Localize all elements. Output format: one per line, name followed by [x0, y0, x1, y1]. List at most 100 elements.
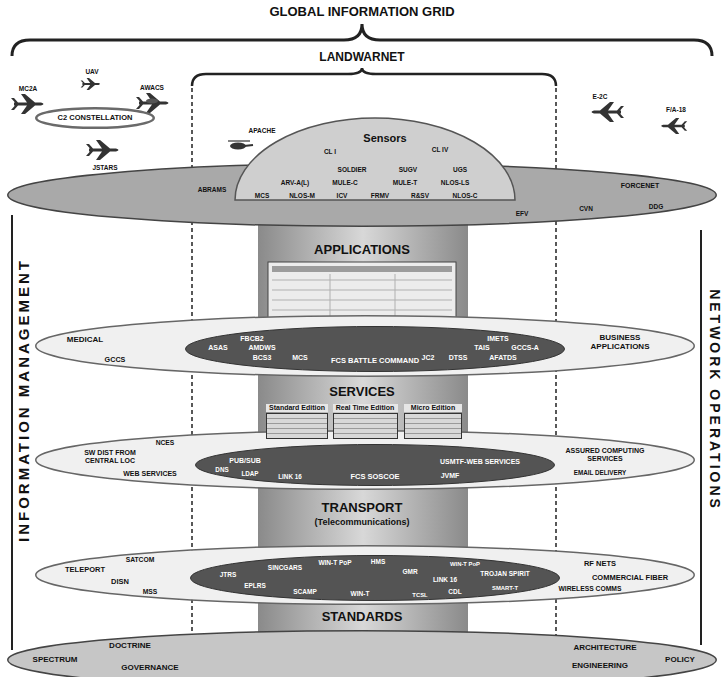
helicopter-rotor	[228, 140, 250, 141]
layer-heading: APPLICATIONS	[314, 243, 410, 257]
node-text: EPLRS	[244, 582, 266, 589]
node-text: FBCB2	[240, 335, 263, 343]
platform-label: UGS	[453, 166, 467, 173]
node-text: TCSL	[412, 592, 427, 598]
platform-label: R&SV	[411, 192, 429, 199]
screen-column	[330, 274, 331, 318]
layer-disc: FBCB2ASASAMDWSBCS3MCSFCS BATTLE COMMANDJ…	[185, 326, 565, 372]
node-text: RF NETS	[584, 560, 616, 568]
disc-shape	[36, 431, 695, 490]
platform-label: SOLDIER	[338, 166, 367, 173]
node-text: WEB SERVICES	[123, 470, 177, 478]
node-text: SCAMP	[293, 588, 316, 595]
platform-label: AWACS	[140, 84, 164, 91]
screen-frame	[268, 262, 456, 320]
screen-title: Real Time Edition	[333, 404, 398, 412]
side-rule	[11, 215, 13, 650]
node-text: WIN-T	[351, 590, 370, 597]
helicopter-body	[230, 143, 246, 150]
layer-heading: LANDWARNET	[319, 51, 404, 64]
platform-label: UAV	[85, 68, 98, 75]
node-text: BCS3	[253, 354, 272, 362]
disc-shape	[8, 164, 717, 227]
application-screen	[268, 262, 456, 320]
screen-row	[272, 290, 452, 291]
platform-label: NLOS-C	[453, 192, 478, 199]
layer-disc: C2 CONSTELLATION	[35, 107, 155, 129]
aircraft-shape	[81, 78, 101, 90]
platform-label: MULE-C	[332, 179, 357, 186]
platform-label: DDG	[649, 203, 663, 210]
node-text: SPECTRUM	[33, 656, 78, 665]
node-text: JVMF	[441, 472, 460, 480]
node-text: EMAIL DELIVERY	[574, 470, 626, 477]
node-text: ASSURED COMPUTING SERVICES	[560, 447, 650, 462]
aircraft-icon	[11, 94, 44, 114]
node-text: GCCS	[105, 356, 126, 364]
landwarnet-bracket	[192, 68, 556, 86]
node-text: SW DIST FROM CENTRAL LOC	[75, 449, 145, 464]
disc-shape	[36, 546, 695, 605]
rotodome	[146, 99, 158, 104]
screen-row	[272, 300, 452, 301]
node-text: MSS	[143, 588, 158, 595]
disc-shape	[196, 445, 555, 486]
node-text: FCS BATTLE COMMAND	[331, 357, 419, 365]
node-text: JC2	[422, 354, 435, 362]
node-text: WIN-T PoP	[318, 559, 351, 566]
node-text: GOVERNANCE	[121, 664, 178, 673]
disc-shape	[191, 556, 560, 601]
platform-label: JSTARS	[92, 164, 117, 171]
node-text: POLICY	[665, 656, 695, 665]
node-text: USMTF-WEB SERVICES	[440, 458, 520, 466]
platform-label: ICV	[337, 192, 348, 199]
node-text: WIN-T PoP	[450, 561, 480, 567]
layer-heading: STANDARDS	[322, 610, 403, 624]
node-text: MEDICAL	[67, 336, 103, 345]
node-text: LINK 16	[433, 576, 457, 583]
layer-heading: SERVICES	[329, 385, 395, 399]
aircraft-shape	[11, 94, 44, 114]
node-text: LDAP	[241, 471, 258, 478]
helicopter-icon	[228, 141, 253, 150]
node-text: MCS	[292, 354, 308, 362]
node-text: WIRELESS COMMS	[558, 585, 621, 592]
screen-title: Standard Edition	[266, 404, 328, 412]
dome-shape	[235, 118, 515, 200]
screen-column	[395, 274, 396, 318]
node-text: BUSINESS APPLICATIONS	[580, 334, 660, 352]
layer-disc: DOCTRINESPECTRUMGOVERNANCEARCHITECTUREEN…	[7, 630, 717, 677]
layer-disc: TELEPORTSATCOMDISNMSSRF NETSCOMMERCIAL F…	[35, 545, 695, 605]
aircraft-shape	[592, 102, 625, 122]
platform-label: F/A-18	[666, 106, 686, 113]
screen-panel	[266, 413, 328, 439]
screen-row	[272, 310, 452, 311]
node-text: GCCS-A	[511, 344, 539, 352]
disc-shape	[36, 316, 695, 377]
vertical-caption: NETWORK OPERATIONS	[706, 289, 721, 511]
node-text: CDL	[448, 588, 461, 595]
uav-icon	[81, 78, 101, 90]
platform-label: SUGV	[399, 166, 417, 173]
jstars-icon	[86, 140, 119, 160]
node-text: DTSS	[449, 354, 468, 362]
node-text: LINK 16	[278, 474, 301, 481]
node-text: DOCTRINE	[109, 642, 151, 651]
node-text: SINCGARS	[268, 564, 302, 571]
platform-label: CVN	[579, 205, 593, 212]
node-text: DNS	[215, 467, 228, 474]
node-text: DISN	[111, 578, 129, 586]
platform-label: APACHE	[249, 127, 276, 134]
diagram-title: GLOBAL INFORMATION GRID	[269, 5, 454, 19]
disc-shape	[36, 108, 154, 128]
node-text: COMMERCIAL FIBER	[592, 574, 668, 582]
node-text: ENGINEERING	[572, 662, 628, 671]
e2c-icon	[592, 102, 625, 122]
platform-label: EFV	[516, 210, 529, 217]
platform-label: E-2C	[593, 93, 608, 100]
screen-panel	[404, 413, 462, 439]
layer-disc: PUB/SUBDNSLDAPLINK 16FCS SOSCOEUSMTF-WEB…	[195, 444, 555, 486]
node-text: TELEPORT	[65, 566, 105, 574]
platform-label: MULE-T	[393, 179, 418, 186]
